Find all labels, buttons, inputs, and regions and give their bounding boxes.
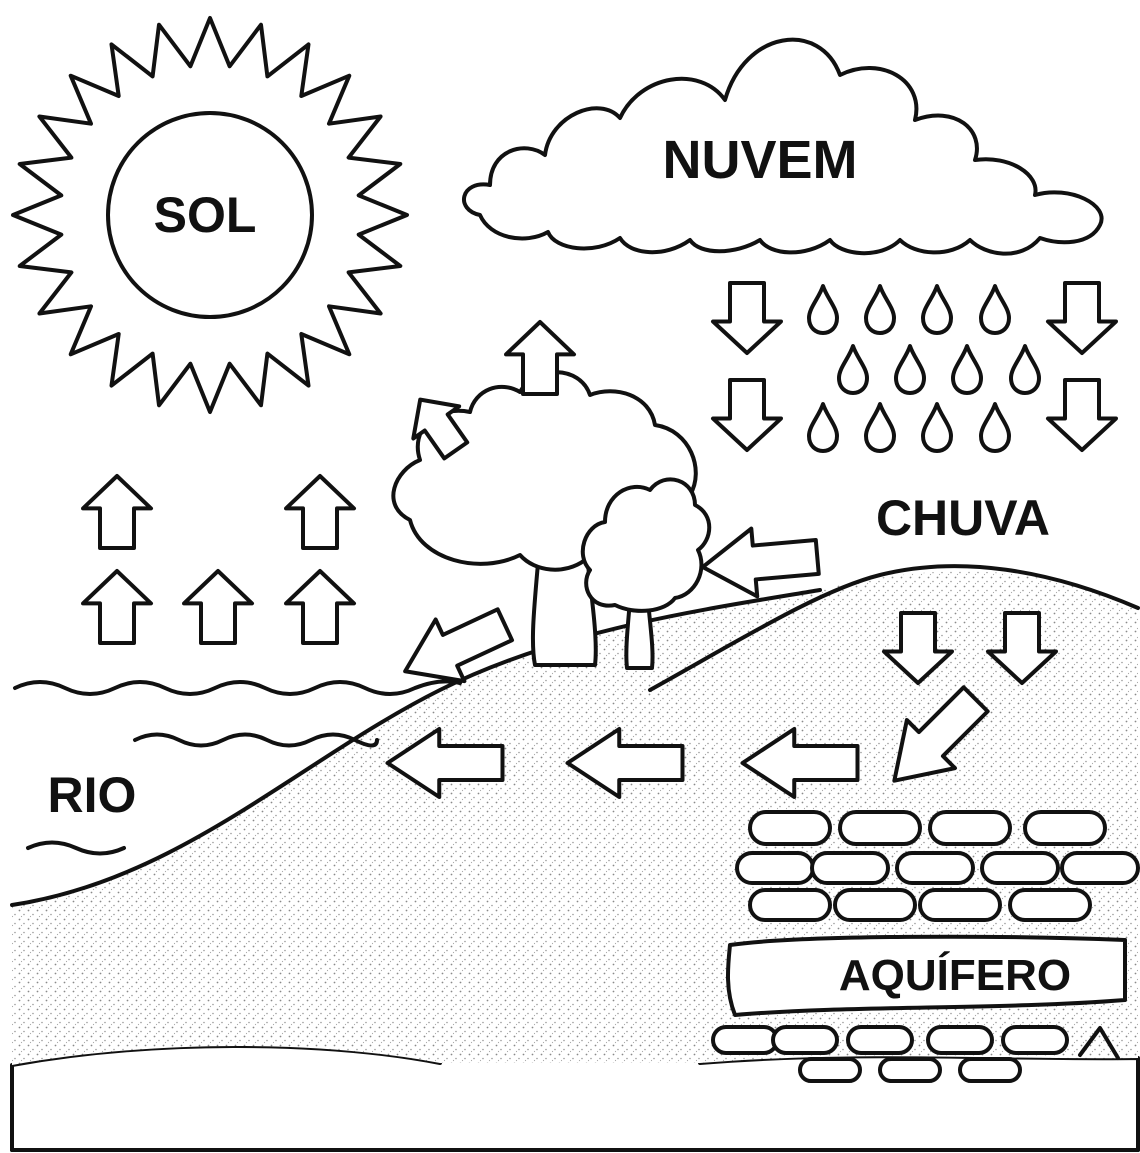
rock-icon: [958, 1057, 1022, 1083]
aquifer-label: AQUÍFERO: [839, 950, 1071, 1000]
rock-icon: [918, 888, 1002, 922]
raindrop-icon: [807, 284, 839, 335]
flow-arrows: [81, 281, 1118, 799]
raindrop-icon: [951, 344, 983, 395]
rain-arrow-icon: [1046, 281, 1118, 355]
raindrop-icon: [979, 402, 1011, 453]
rock-icon: [846, 1025, 914, 1055]
raindrop-icon: [921, 284, 953, 335]
rock-icon: [878, 1057, 942, 1083]
infiltration-arrow-icon: [986, 611, 1058, 685]
evaporation-arrow-icon: [182, 569, 254, 645]
sun-label: SOL: [154, 187, 257, 243]
raindrop-icon: [864, 284, 896, 335]
transpiration-arrow-icon: [411, 397, 470, 461]
groundwater-arrow-icon: [740, 727, 860, 799]
rock-icon: [833, 888, 917, 922]
transpiration-arrow-icon: [504, 320, 576, 396]
rock-icon: [771, 1025, 839, 1055]
rock-icon: [1001, 1025, 1069, 1055]
rock-icon: [895, 851, 975, 885]
rock-icon: [1060, 851, 1140, 885]
tree-icon: [391, 370, 712, 670]
aquifer-rocks: [711, 810, 1140, 1083]
infiltration-arrow-icon: [882, 611, 954, 685]
rain-arrow-icon: [1046, 378, 1118, 452]
raindrop-icon: [837, 344, 869, 395]
raindrop-icon: [894, 344, 926, 395]
rock-icon: [711, 1025, 779, 1055]
rock-icon: [838, 810, 922, 846]
infiltration-arrow-icon: [892, 685, 990, 783]
rock-icon: [735, 851, 815, 885]
rock-icon: [926, 1025, 994, 1055]
aquifer-layer: [725, 934, 1127, 1017]
raindrop-icon: [807, 402, 839, 453]
rock-icon: [798, 1057, 862, 1083]
raindrop-icon: [864, 402, 896, 453]
river-label: RIO: [48, 767, 137, 823]
cloud-label: NUVEM: [662, 130, 857, 190]
rock-icon: [980, 851, 1060, 885]
evaporation-arrow-icon: [81, 569, 153, 645]
rock-icon: [928, 810, 1012, 846]
runoff-arrow-icon: [700, 526, 821, 599]
evaporation-arrow-icon: [284, 569, 356, 645]
evaporation-arrow-icon: [81, 474, 153, 550]
raindrops: [807, 284, 1041, 453]
raindrop-icon: [1009, 344, 1041, 395]
rain-arrow-icon: [711, 378, 783, 452]
evaporation-arrow-icon: [284, 474, 356, 550]
rock-icon: [748, 810, 832, 846]
rock-spike: [1078, 1026, 1120, 1060]
rock-icon: [1023, 810, 1107, 846]
raindrop-icon: [921, 402, 953, 453]
rock-icon: [748, 888, 832, 922]
rock-icon: [1008, 888, 1092, 922]
runoff-arrow-icon: [403, 607, 515, 684]
cloud-icon: [462, 37, 1104, 256]
groundwater-arrow-icon: [385, 727, 505, 799]
raindrop-icon: [979, 284, 1011, 335]
rain-arrow-icon: [711, 281, 783, 355]
sun-icon: [11, 16, 409, 414]
groundwater-arrow-icon: [565, 727, 685, 799]
rock-icon: [810, 851, 890, 885]
rain-label: CHUVA: [876, 490, 1050, 546]
river: [13, 679, 462, 856]
